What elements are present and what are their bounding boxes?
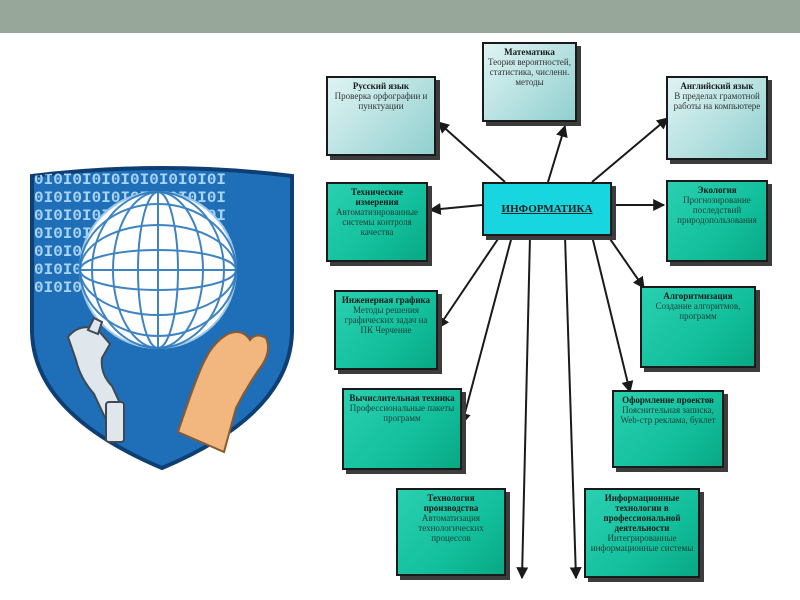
node-russian: Русский язык Проверка орфографии и пункт… bbox=[326, 76, 436, 156]
node-title: Экология bbox=[697, 185, 737, 195]
arrow-to-node-math bbox=[547, 124, 568, 183]
node-math: Математика Теория вероятностей, статисти… bbox=[482, 42, 577, 122]
node-title: Английский язык bbox=[680, 81, 754, 91]
node-title: Русский язык bbox=[352, 81, 410, 91]
node-title: Информационные технологии в профессионал… bbox=[603, 493, 681, 533]
arrow-to-node-graphics bbox=[437, 235, 501, 329]
header-bar bbox=[0, 0, 800, 33]
node-desc: Проверка орфографии и пунктуации bbox=[334, 91, 428, 111]
center-label: ИНФОРМАТИКА bbox=[501, 203, 593, 215]
binary-row: 0I0I0I0I0I0I0I0I0I0I bbox=[34, 171, 226, 189]
node-desc: Прогнозирование последствий природопольз… bbox=[677, 195, 757, 225]
node-infotech: Информационные технологии в профессионал… bbox=[584, 488, 700, 578]
node-title: Вычислительная техника bbox=[349, 393, 455, 403]
globe-hand-shield-icon: 0I0I0I0I0I0I0I0I0I0I 0I0I0I0I0I0I0I0I0I0… bbox=[30, 166, 294, 471]
node-ecology: Экология Прогнозирование последствий при… bbox=[666, 180, 768, 262]
arrow-to-node-comp bbox=[458, 235, 513, 426]
node-desc: В пределах грамотной работы на компьютер… bbox=[673, 91, 761, 111]
node-desc: Пояснительная записка, Web-стр реклама, … bbox=[620, 405, 716, 425]
arrow-to-node-russian bbox=[437, 121, 506, 183]
node-title: Алгоритмизация bbox=[663, 291, 733, 301]
node-title: Инженерная графика bbox=[341, 295, 431, 305]
node-algo: Алгоритмизация Создание алгоритмов, прог… bbox=[640, 286, 756, 368]
node-measure: Технические измерения Автоматизированные… bbox=[326, 182, 428, 262]
node-title: Технические измерения bbox=[351, 187, 403, 207]
node-desc: Методы решения графических задач на ПК Ч… bbox=[344, 305, 428, 335]
node-desc: Теория вероятностей, статистика, численн… bbox=[488, 57, 571, 87]
arrow-to-node-measure bbox=[428, 202, 483, 215]
node-title: Оформление проектов bbox=[622, 395, 714, 405]
arrow-to-node-tech bbox=[516, 235, 531, 580]
node-comp: Вычислительная техника Профессиональные … bbox=[342, 388, 462, 470]
node-desc: Автоматизация технологических процессов bbox=[418, 513, 484, 543]
node-title: Математика bbox=[504, 47, 555, 57]
node-desc: Создание алгоритмов, программ bbox=[655, 301, 741, 321]
node-english: Английский язык В пределах грамотной раб… bbox=[666, 76, 768, 160]
node-desc: Автоматизированные системы контроля каче… bbox=[336, 207, 418, 237]
node-graphics: Инженерная графика Методы решения графич… bbox=[334, 290, 438, 370]
arrow-to-node-design bbox=[591, 235, 634, 394]
center-node: ИНФОРМАТИКА bbox=[482, 182, 612, 236]
arrow-to-node-english bbox=[591, 117, 669, 183]
node-design: Оформление проектов Пояснительная записк… bbox=[612, 390, 724, 468]
node-title: Технология производства bbox=[423, 493, 479, 513]
node-tech: Технология производства Автоматизация те… bbox=[396, 488, 506, 576]
node-desc: Профессиональные пакеты программ bbox=[349, 403, 455, 423]
node-desc: Интегрированные информационные системы bbox=[590, 533, 694, 553]
arrow-to-node-infotech bbox=[564, 235, 582, 580]
arrow-to-node-algo bbox=[607, 235, 645, 289]
